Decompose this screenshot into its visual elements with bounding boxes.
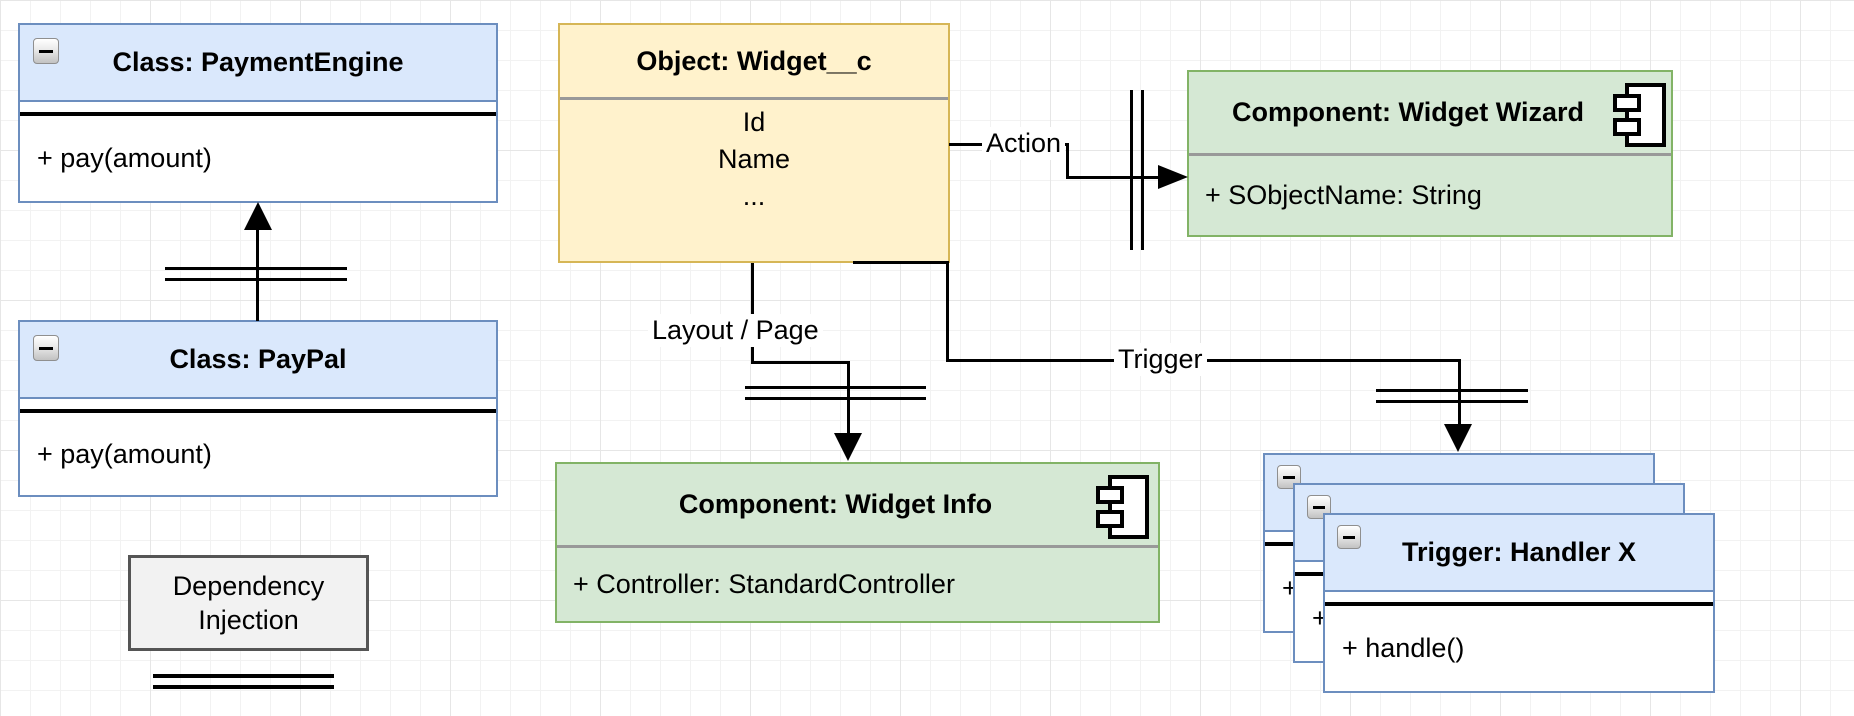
edge-segment[interactable] [1066,176,1162,179]
injection-crossing-lines [165,267,347,281]
trigger-title: Trigger: Handler X [1401,537,1637,567]
class-method: + pay(amount) [37,438,212,469]
object-header: Object: Widget__c [560,25,948,100]
edge-label-trigger[interactable]: Trigger [1114,343,1207,376]
collapse-minus-icon[interactable] [33,335,59,361]
edge-segment[interactable] [256,226,259,321]
object-field: Id [742,107,766,137]
component-attribute: + Controller: StandardController [573,569,955,599]
class-header: Trigger: Handler X [1325,515,1713,592]
component-title: Component: Widget Wizard [1232,97,1584,127]
uml-divider [20,112,496,116]
component-header: Component: Widget Wizard [1189,72,1671,156]
injection-crossing-lines [1376,389,1528,403]
component-box-widget-info[interactable]: Component: Widget Info + Controller: Sta… [555,462,1160,623]
edge-label-layout-page[interactable]: Layout / Page [648,314,823,347]
edge-segment[interactable] [751,361,850,364]
legend-double-line-symbol [153,674,334,689]
arrowhead-right-icon [1158,165,1188,189]
collapse-minus-icon[interactable] [1337,525,1361,549]
trigger-box-handler-x[interactable]: Trigger: Handler X + handle() [1323,513,1715,693]
edge-segment[interactable] [1458,359,1461,427]
edge-label-action[interactable]: Action [982,127,1066,160]
trigger-method: + handle() [1342,633,1465,663]
edge-segment[interactable] [946,261,949,362]
component-icon [1613,83,1666,147]
arrowhead-down-icon [1444,424,1472,452]
object-title: Object: Widget__c [636,45,872,76]
component-title: Component: Widget Info [678,489,993,519]
legend-line: Injection [198,605,299,635]
component-icon [1096,475,1149,539]
class-header: Class: PaymentEngine [20,25,496,102]
object-field: Name [717,144,791,174]
object-fields: Id Name ... [560,100,948,261]
injection-crossing-lines [745,386,926,400]
object-box-widget[interactable]: Object: Widget__c Id Name ... [558,23,950,263]
component-box-widget-wizard[interactable]: Component: Widget Wizard + SObjectName: … [1187,70,1673,237]
uml-divider [1325,602,1713,606]
class-box-paypal[interactable]: Class: PayPal + pay(amount) [18,320,498,497]
class-method: + pay(amount) [37,143,212,173]
uml-divider [20,409,496,413]
class-header: Class: PayPal [20,322,496,399]
legend-line: Dependency [172,571,325,601]
class-box-payment-engine[interactable]: Class: PaymentEngine + pay(amount) [18,23,498,203]
arrowhead-up-icon [244,202,272,230]
object-field: ... [742,181,766,211]
edge-segment[interactable] [751,263,754,364]
legend-dependency-injection[interactable]: Dependency Injection [128,555,369,651]
component-header: Component: Widget Info [557,464,1158,548]
edge-segment[interactable] [853,261,949,264]
component-attribute: + SObjectName: String [1205,180,1482,210]
injection-crossing-lines [1130,90,1144,250]
edge-segment[interactable] [1066,143,1069,179]
arrowhead-down-icon [834,433,862,461]
class-title: Class: PayPal [169,344,347,374]
class-title: Class: PaymentEngine [112,47,404,77]
collapse-minus-icon[interactable] [33,38,59,64]
